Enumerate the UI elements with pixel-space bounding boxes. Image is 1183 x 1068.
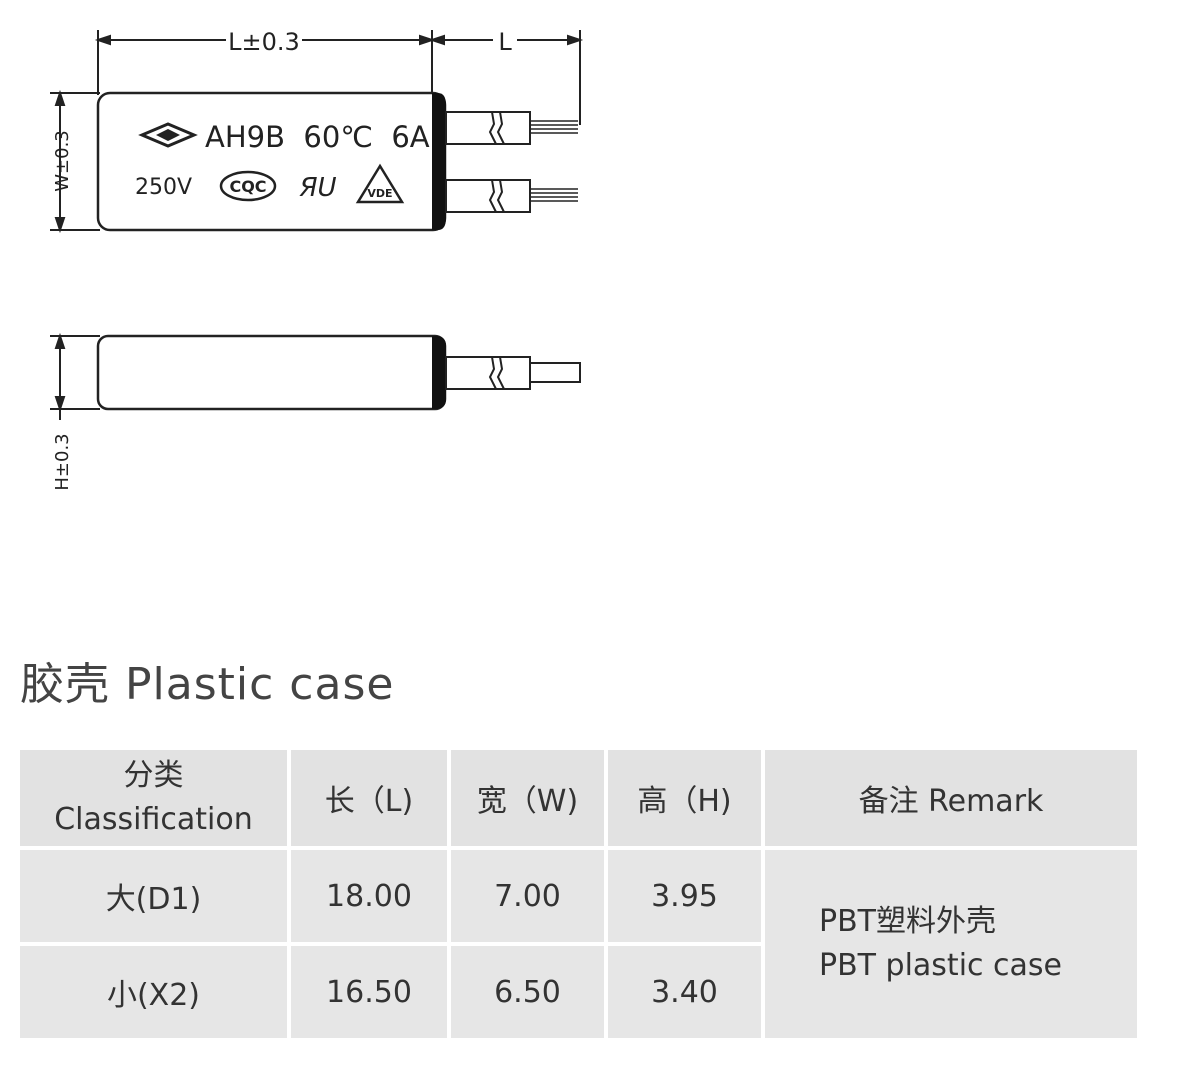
fuse-top-view: AH9B 60℃ 6A 250V CQC ЯU VDE	[96, 91, 578, 232]
length-tolerance-label: L±0.3	[228, 28, 300, 56]
row-length: 16.50	[291, 946, 447, 1038]
lead-length-label: L	[498, 28, 512, 56]
header-classification-cn: 分类	[123, 758, 184, 793]
remark-cn: PBT塑料外壳	[819, 904, 996, 939]
model-rating-marking: AH9B 60℃ 6A	[205, 120, 430, 154]
ul-mark-icon: ЯU	[298, 173, 336, 203]
row-classification: 大(D1)	[20, 850, 287, 942]
cqc-mark-text: CQC	[229, 177, 266, 196]
header-length: 长（L)	[291, 750, 447, 846]
manufacturer-logo-icon	[138, 122, 198, 148]
header-classification: 分类 Classification	[20, 750, 287, 846]
row-width: 7.00	[451, 850, 604, 942]
row-height: 3.40	[608, 946, 761, 1038]
fuse-dimension-drawing: L±0.3 L W±0.3	[50, 28, 584, 491]
row-height: 3.95	[608, 850, 761, 942]
section-title: 胶壳 Plastic case	[20, 659, 395, 710]
ul-mark-text: ЯU	[298, 173, 336, 203]
fuse-side-view	[96, 334, 581, 411]
table-row: 大(D1) 18.00 7.00 3.95 PBT塑料外壳 PBT plasti…	[20, 850, 1137, 1038]
row-classification: 小(X2)	[20, 946, 287, 1038]
length-dimension	[94, 30, 584, 125]
row-length: 18.00	[291, 850, 447, 942]
row-width: 6.50	[451, 946, 604, 1038]
vde-mark-icon: VDE	[355, 163, 405, 204]
header-height: 高（H)	[608, 750, 761, 846]
width-dimension	[50, 89, 100, 234]
remark-cell: PBT塑料外壳 PBT plastic case	[765, 850, 1137, 1038]
header-classification-en: Classification	[54, 802, 253, 837]
plastic-case-spec-table: 分类 Classification 长（L) 宽（W) 高（H) 备注 Rema…	[16, 746, 1141, 1042]
header-width: 宽（W)	[451, 750, 604, 846]
table-header-row: 分类 Classification 长（L) 宽（W) 高（H) 备注 Rema…	[20, 750, 1137, 846]
vde-mark-text: VDE	[367, 187, 392, 200]
voltage-marking: 250V	[135, 175, 192, 200]
header-remark: 备注 Remark	[765, 750, 1137, 846]
cqc-mark-icon: CQC	[219, 170, 277, 202]
remark-en: PBT plastic case	[819, 948, 1063, 983]
width-tolerance-label: W±0.3	[52, 130, 73, 192]
height-dimension	[50, 332, 100, 420]
height-tolerance-label: H±0.3	[52, 433, 73, 490]
table-row: 小(X2) 16.50 6.50 3.40	[20, 946, 1137, 1038]
